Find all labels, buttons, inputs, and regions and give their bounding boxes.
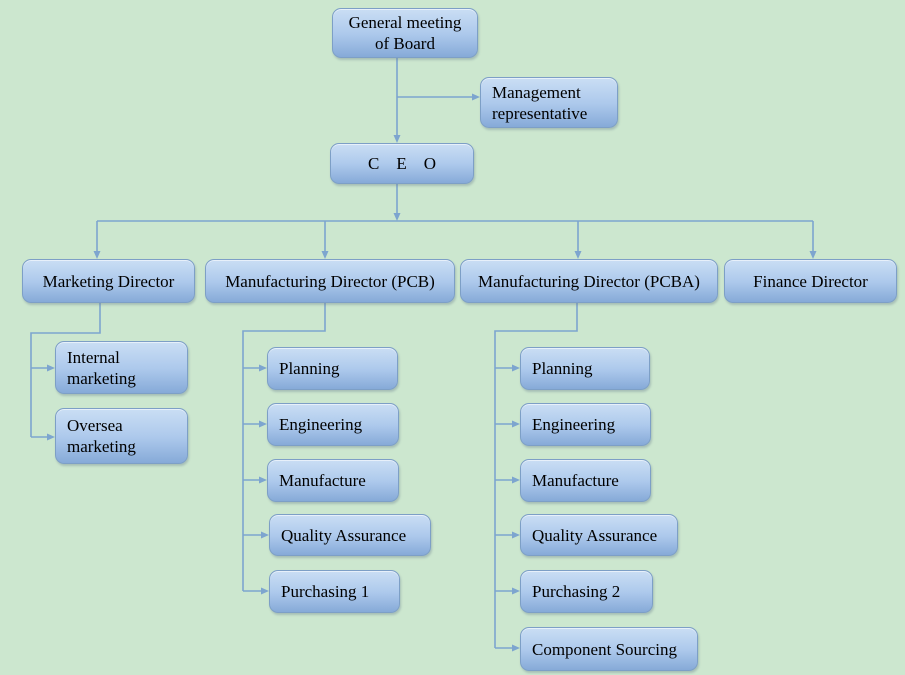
node-management-representative: Management representative (480, 77, 618, 128)
node-general-meeting: General meeting of Board (332, 8, 478, 58)
node-pcb-purchasing-1: Purchasing 1 (269, 570, 400, 613)
node-pcba-quality-assurance: Quality Assurance (520, 514, 678, 556)
node-label: Component Sourcing (532, 639, 677, 659)
node-label: General meeting of Board (348, 13, 462, 53)
node-pcb-manufacture: Manufacture (267, 459, 399, 502)
node-label: Manufacture (532, 471, 619, 490)
node-label: Purchasing 2 (532, 582, 621, 601)
node-manufacturing-director-pcb: Manufacturing Director (PCB) (205, 259, 455, 303)
node-label: Planning (532, 359, 593, 378)
node-label: Internal marketing (67, 347, 136, 388)
node-label: C E O (368, 154, 436, 173)
node-pcba-engineering: Engineering (520, 403, 651, 446)
node-label: Manufacture (279, 471, 366, 490)
node-label: Engineering (279, 415, 363, 434)
node-label: Purchasing 1 (281, 582, 370, 601)
node-pcb-engineering: Engineering (267, 403, 399, 446)
node-pcba-planning: Planning (520, 347, 650, 390)
node-internal-marketing: Internal marketing (55, 341, 188, 394)
node-label: Manufacturing Director (PCB) (225, 271, 435, 291)
node-label: Quality Assurance (281, 525, 407, 545)
node-oversea-marketing: Oversea marketing (55, 408, 188, 464)
node-label: Oversea marketing (67, 416, 136, 456)
node-label: Marketing Director (42, 271, 175, 291)
node-label: Manufacturing Director (PCBA) (478, 271, 700, 291)
node-label: Finance Director (753, 271, 868, 291)
node-pcba-purchasing-2: Purchasing 2 (520, 570, 653, 613)
node-label: Quality Assurance (532, 525, 658, 545)
node-ceo: C E O (330, 143, 474, 184)
node-pcb-planning: Planning (267, 347, 398, 390)
node-label: Management representative (492, 82, 588, 123)
node-pcba-manufacture: Manufacture (520, 459, 651, 502)
node-manufacturing-director-pcba: Manufacturing Director (PCBA) (460, 259, 718, 303)
node-label: Engineering (532, 415, 616, 434)
node-pcb-quality-assurance: Quality Assurance (269, 514, 431, 556)
node-label: Planning (279, 359, 340, 378)
node-finance-director: Finance Director (724, 259, 897, 303)
node-marketing-director: Marketing Director (22, 259, 195, 303)
node-pcba-component-sourcing: Component Sourcing (520, 627, 698, 671)
